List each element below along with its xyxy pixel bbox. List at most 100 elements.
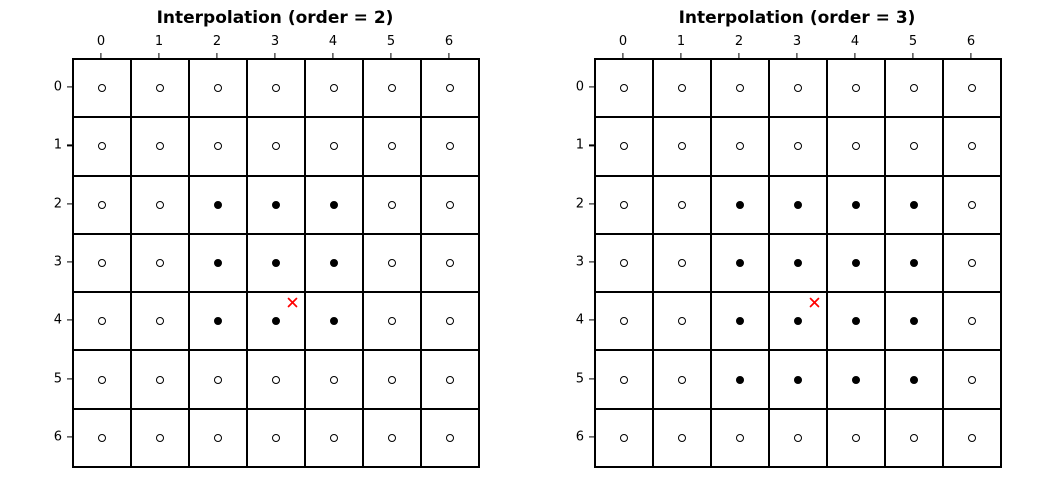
grid-cell [73, 408, 131, 467]
grid-cell [711, 117, 769, 176]
open-circle-marker [388, 317, 396, 326]
plot-grid [72, 58, 480, 468]
open-circle-marker [968, 200, 976, 209]
open-circle-marker [968, 317, 976, 326]
y-tick-mark [589, 377, 594, 380]
grid-cell [943, 350, 1001, 409]
grid-cell [653, 117, 711, 176]
open-circle-marker [620, 317, 628, 326]
filled-circle-marker [272, 200, 280, 209]
open-circle-marker [388, 433, 396, 442]
open-circle-marker [214, 84, 222, 93]
grid-cell [247, 350, 305, 409]
y-tick-mark [67, 319, 72, 321]
filled-circle-marker [272, 258, 280, 267]
open-circle-marker [214, 142, 222, 151]
filled-circle-marker [330, 200, 338, 209]
x-tick-mark [274, 53, 276, 58]
open-circle-marker [620, 258, 628, 267]
y-tick-label: 5 [575, 371, 584, 387]
grid-cell [943, 292, 1001, 351]
grid-cell [305, 59, 363, 118]
y-tick-label: 1 [53, 137, 62, 153]
y-tick-mark [589, 319, 594, 321]
grid-cell [653, 350, 711, 409]
grid-cell [421, 175, 479, 234]
x-tick-label: 2 [212, 34, 222, 49]
grid-cell [131, 233, 189, 293]
open-circle-marker [852, 142, 860, 151]
filled-circle-marker [852, 375, 860, 384]
x-tick-label: 4 [850, 34, 860, 49]
x-tick-mark [390, 53, 392, 58]
open-circle-marker [678, 200, 686, 209]
open-circle-marker [968, 375, 976, 384]
grid-cell [363, 233, 421, 293]
grid-cell [421, 408, 479, 467]
open-circle-marker [446, 258, 454, 267]
plot-grid [594, 58, 1002, 468]
grid-cell [189, 233, 247, 293]
y-tick-label: 3 [53, 254, 62, 270]
open-circle-marker [794, 433, 802, 442]
grid-cell [943, 233, 1001, 293]
grid-cell [711, 233, 769, 293]
open-circle-marker [272, 375, 280, 384]
open-circle-marker [272, 142, 280, 151]
grid-cell [131, 350, 189, 409]
x-tick-label: 3 [270, 34, 280, 49]
open-circle-marker [156, 84, 164, 93]
grid-cell [711, 59, 769, 118]
grid-cell [943, 175, 1001, 234]
open-circle-marker [968, 142, 976, 151]
grid-cell [653, 408, 711, 467]
grid-cell [73, 350, 131, 409]
x-tick-label: 5 [386, 34, 396, 49]
grid-cell [769, 350, 827, 409]
y-tick-mark [67, 436, 72, 438]
grid-cell [711, 350, 769, 409]
open-circle-marker [794, 84, 802, 93]
x-tick-label: 1 [154, 34, 164, 49]
open-circle-marker [156, 433, 164, 442]
grid-cell [189, 408, 247, 467]
grid-cell [131, 117, 189, 176]
open-circle-marker [678, 317, 686, 326]
y-tick-label: 0 [53, 79, 62, 95]
grid-cell [595, 233, 653, 293]
grid-cell [769, 117, 827, 176]
open-circle-marker [272, 433, 280, 442]
open-circle-marker [678, 84, 686, 93]
grid-cell [421, 233, 479, 293]
grid-cell [943, 59, 1001, 118]
y-tick-label: 4 [575, 312, 584, 328]
grid-cell [363, 59, 421, 118]
filled-circle-marker [330, 317, 338, 326]
y-tick-label: 0 [575, 79, 584, 95]
grid-cell [827, 175, 885, 234]
grid-cell [305, 408, 363, 467]
grid-cell [247, 408, 305, 467]
grid-cell [73, 175, 131, 234]
grid-cell [247, 292, 305, 351]
grid-cell [247, 117, 305, 176]
open-circle-marker [272, 84, 280, 93]
y-tick-label: 2 [53, 196, 62, 212]
filled-circle-marker [736, 375, 744, 384]
grid-cell [421, 350, 479, 409]
open-circle-marker [620, 200, 628, 209]
filled-circle-marker [852, 317, 860, 326]
filled-circle-marker [852, 258, 860, 267]
x-tick-mark [622, 53, 624, 58]
filled-circle-marker [910, 375, 918, 384]
open-circle-marker [98, 258, 106, 267]
panel-title: Interpolation (order = 3) [678, 8, 916, 28]
filled-circle-marker [794, 375, 802, 384]
filled-circle-marker [330, 258, 338, 267]
grid-cell [305, 292, 363, 351]
grid-cell [189, 175, 247, 234]
open-circle-marker [910, 142, 918, 151]
y-tick-label: 4 [53, 312, 62, 328]
